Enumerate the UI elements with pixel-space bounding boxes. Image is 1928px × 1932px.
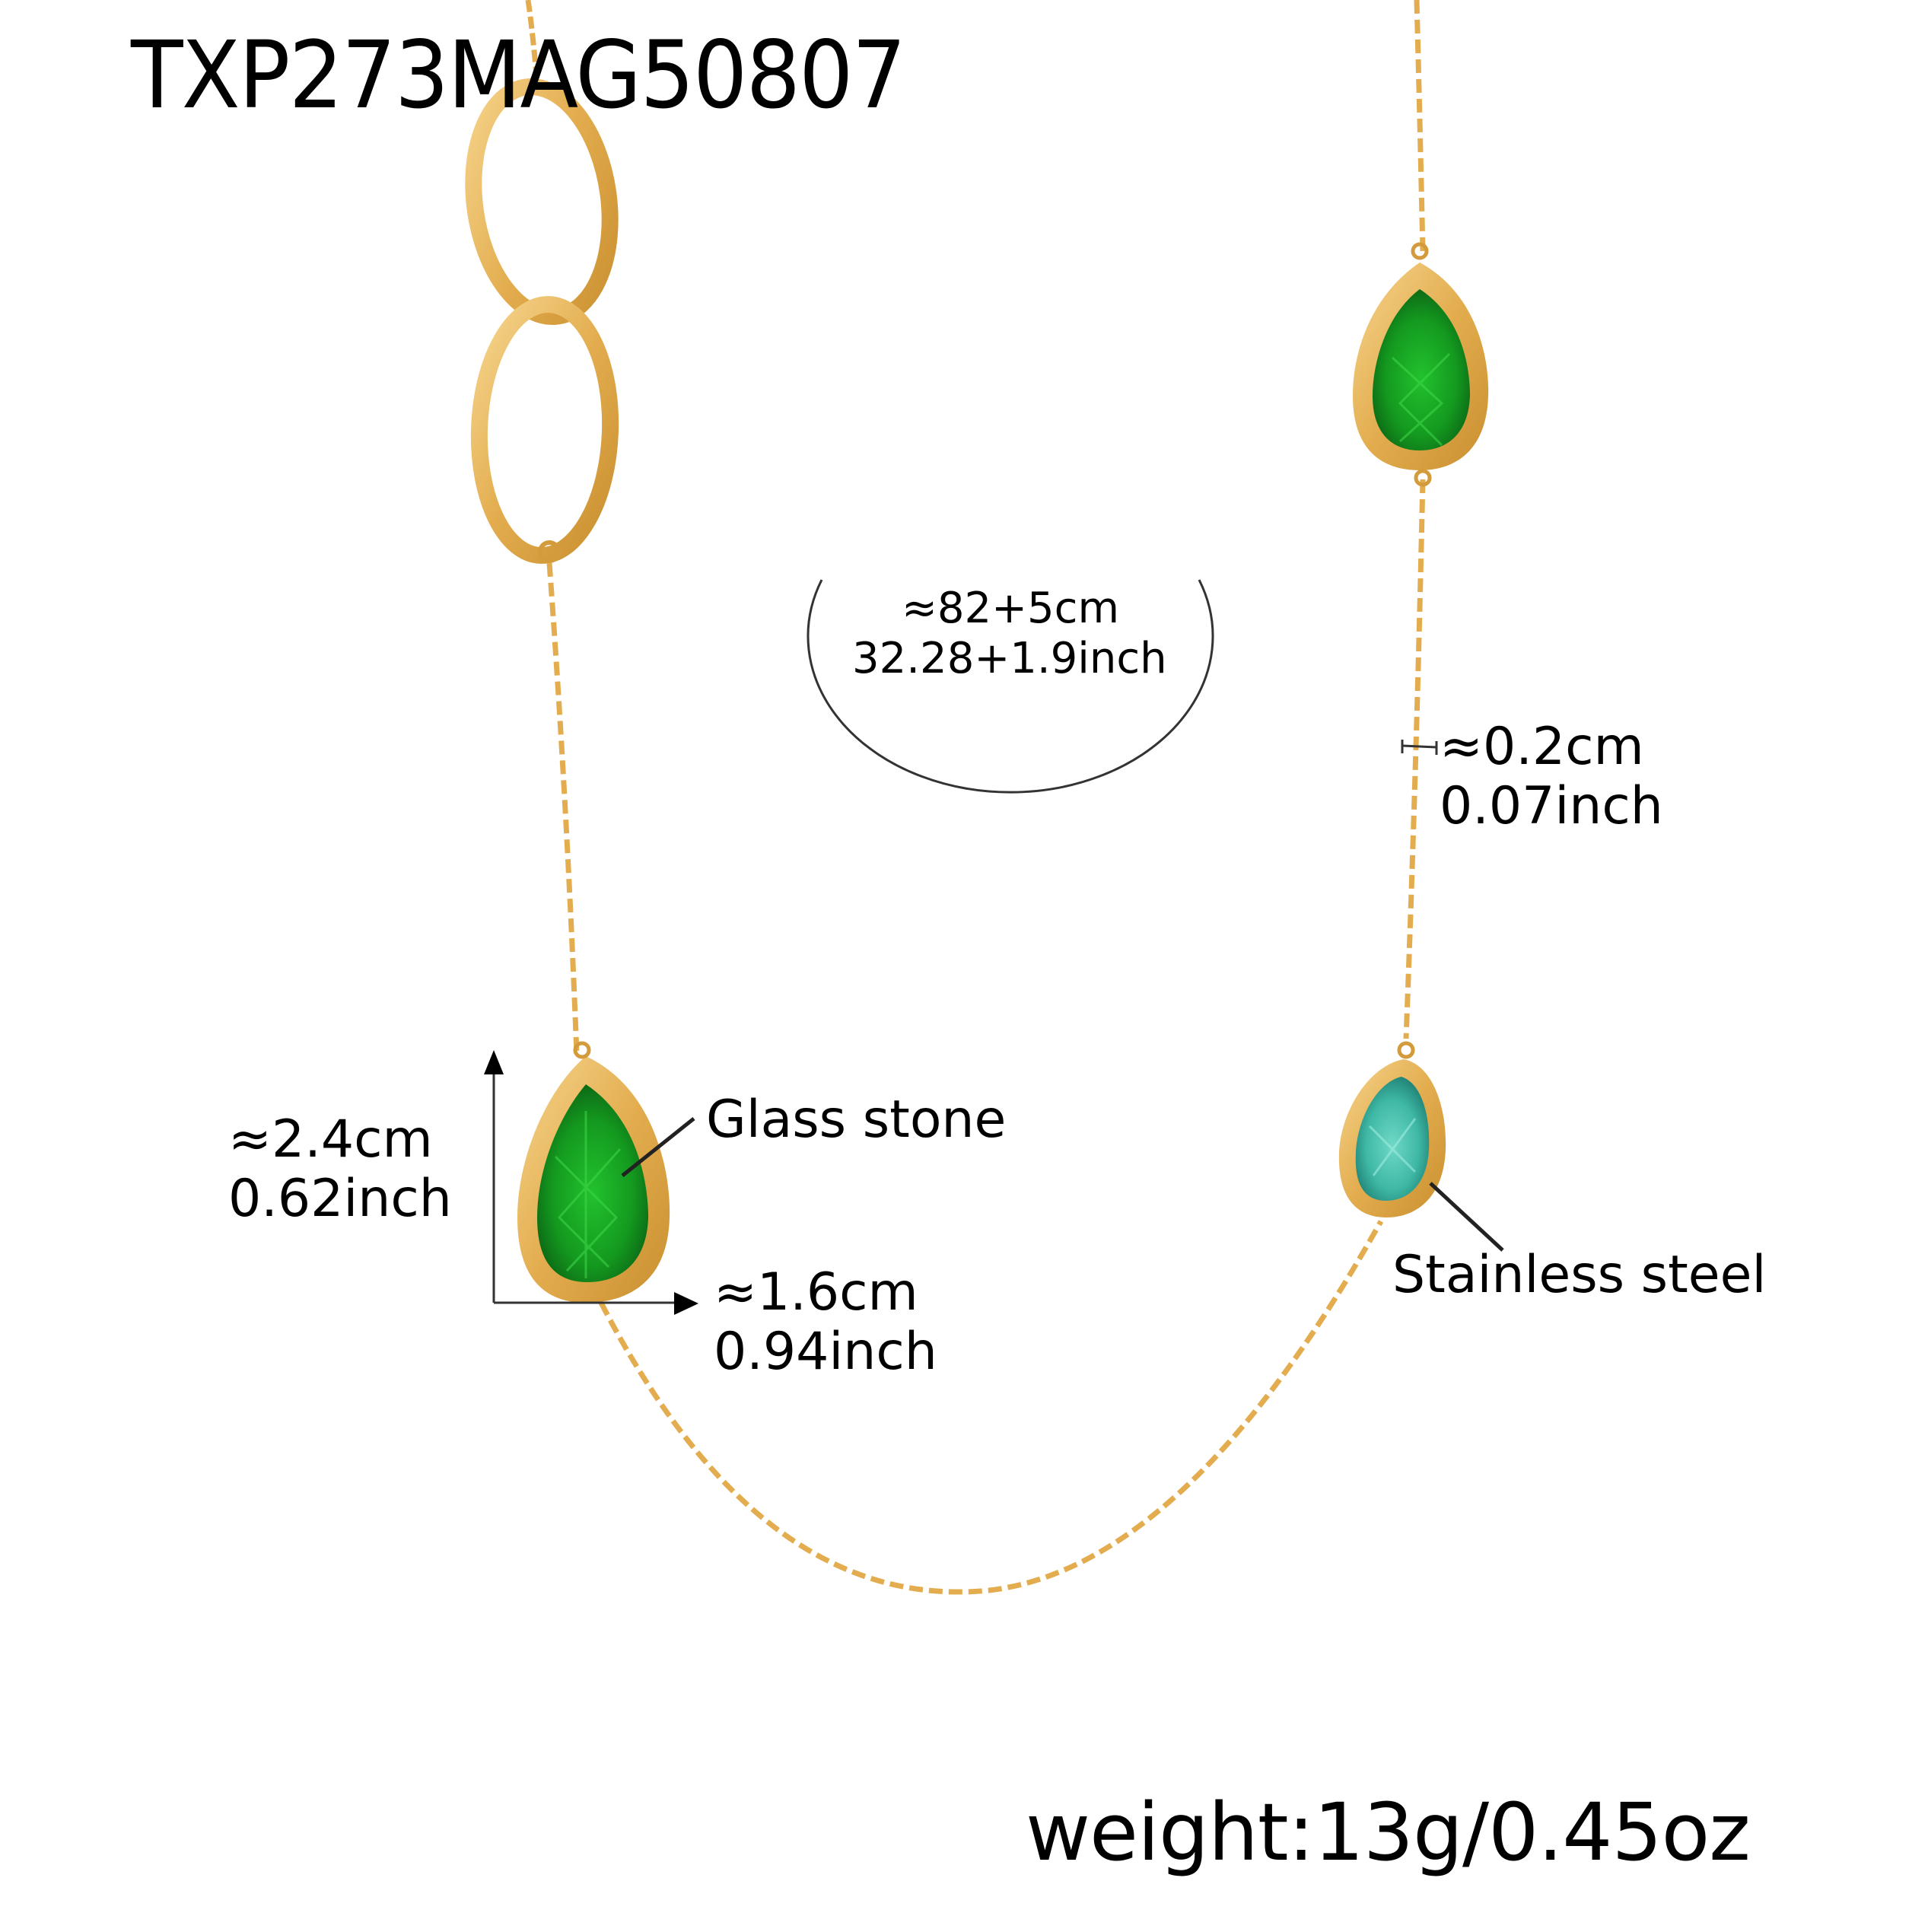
length-cm: ≈82+5cm [901,584,1120,633]
length-ellipse-annotation [807,579,1214,794]
chain-width-cm: ≈0.2cm [1440,717,1644,777]
right-upper-chain [1414,0,1426,252]
stone-width-label: ≈1.6cm 0.94inch [714,1267,937,1378]
chain-width-inch: 0.07inch [1440,776,1663,836]
right-middle-chain [1403,479,1426,1039]
left-upper-chain [525,0,540,84]
weight-label: weight:13g/0.45oz [1026,1786,1751,1879]
lower-right-teal-stone [1338,1041,1446,1217]
glass-stone-label: Glass stone [706,1090,1007,1150]
product-sku: TXP273MAG50807 [131,21,906,129]
chain-width-label: ≈0.2cm 0.07inch [1440,721,1663,832]
stone-width-cm: ≈1.6cm [714,1262,918,1322]
upper-right-glass-stone [1353,242,1489,487]
length-inch-label: 32.28+1.9inch [852,638,1167,680]
stone-width-inch: 0.94inch [714,1322,937,1382]
stone-height-cm: ≈2.4cm [228,1109,433,1170]
stainless-steel-label: Stainless steel [1392,1245,1767,1305]
left-glass-stone [517,1041,670,1303]
oval-links [465,78,619,564]
bottom-chain [598,1220,1384,1595]
length-inch: 32.28+1.9inch [852,634,1167,683]
stone-dimension-arrows [484,1050,698,1315]
stone-height-label: ≈2.4cm 0.62inch [228,1114,452,1225]
stone-height-inch: 0.62inch [228,1169,452,1229]
left-chain [546,562,580,1055]
chain-width-marker [1401,740,1438,755]
length-label: ≈82+5cm [896,587,1125,630]
leader-lines [621,1117,1504,1252]
